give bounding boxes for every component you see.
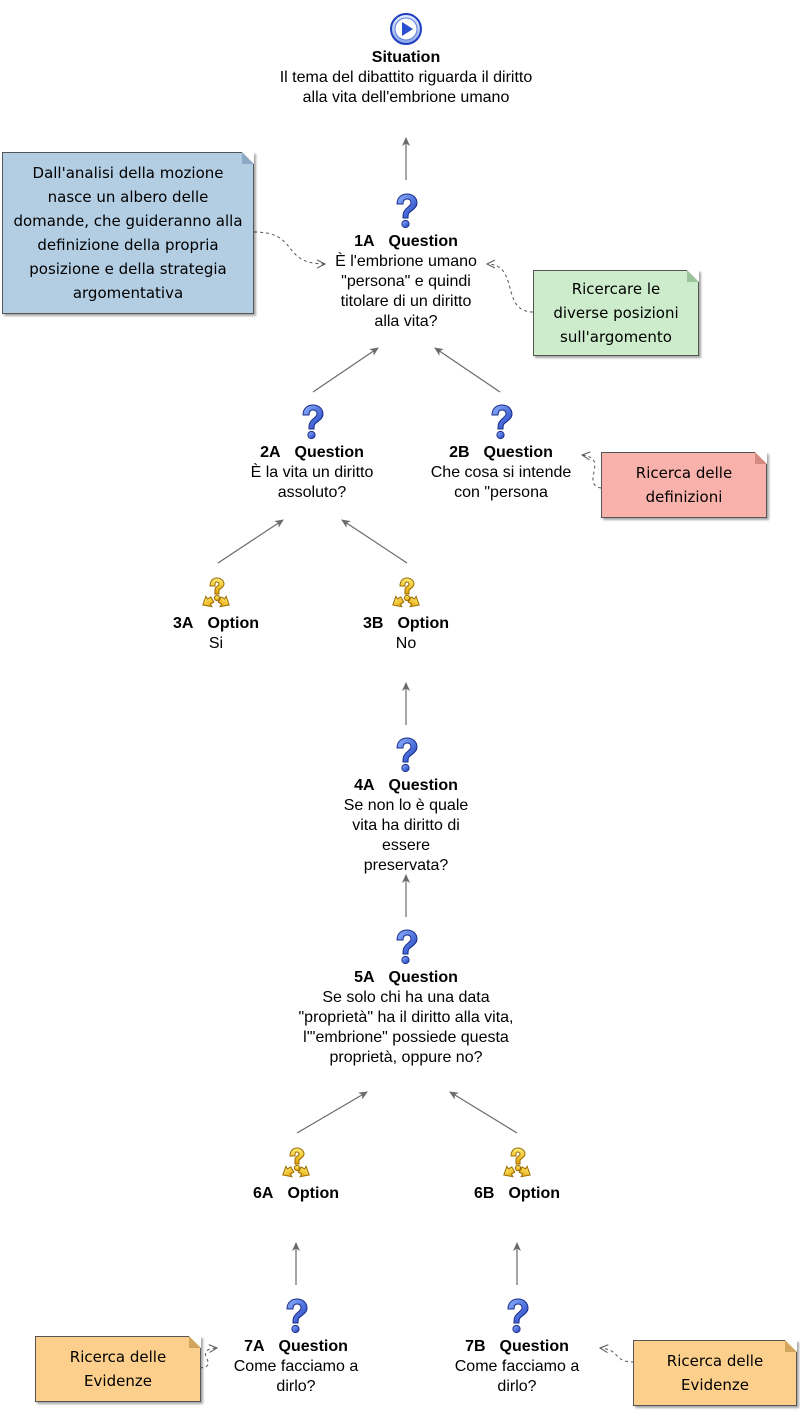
question-1a[interactable]: 1A Question È l'embrione umano "persona" …	[316, 192, 496, 332]
option-3a-id: 3A	[173, 615, 194, 632]
question-5a[interactable]: 5A Question Se solo chi ha una data "prop…	[266, 928, 546, 1068]
note-definitions-text: Ricerca delle definizioni	[635, 464, 733, 506]
option-6b-kind: Option	[508, 1185, 560, 1202]
link-evidence-right-note	[600, 1348, 635, 1363]
option-6a[interactable]: 6A Option	[226, 1146, 366, 1204]
question-icon	[507, 1298, 529, 1334]
question-7a-kind: Question	[278, 1338, 348, 1355]
note-positions[interactable]: Ricercare le diverse posizioni sull'argo…	[533, 270, 699, 356]
question-4a-header: 4A Question	[316, 776, 496, 796]
edge-2b-1a	[434, 347, 501, 393]
question-2b[interactable]: 2B Question Che cosa si intende con "pers…	[411, 403, 591, 503]
question-2b-kind: Question	[483, 444, 553, 461]
question-5a-kind: Question	[388, 969, 458, 986]
option-6b-id: 6B	[474, 1185, 495, 1202]
question-7a-header: 7A Question	[216, 1337, 376, 1357]
link-tree-note	[253, 231, 325, 264]
note-fold	[189, 1336, 201, 1348]
option-3a-header: 3A Option	[146, 614, 286, 634]
option-6b-header: 6B Option	[447, 1184, 587, 1204]
edge-2a-1a	[312, 347, 379, 393]
situation-title: Situation	[371, 49, 441, 66]
note-tree[interactable]: Dall'analisi della mozione nasce un albe…	[2, 152, 254, 314]
note-fold	[242, 152, 254, 164]
edges	[217, 137, 521, 1285]
question-icon	[491, 404, 513, 440]
option-3b[interactable]: 3B Option No	[336, 576, 476, 654]
link-positions-note	[487, 264, 534, 313]
question-2a[interactable]: 2A Question È la vita un diritto assoluto…	[222, 403, 402, 503]
option-icon	[202, 577, 230, 608]
question-7b-id: 7B	[465, 1338, 486, 1355]
option-3a-kind: Option	[207, 615, 259, 632]
question-1a-id: 1A	[354, 233, 375, 250]
question-icon	[302, 404, 324, 440]
question-2a-kind: Question	[294, 444, 364, 461]
note-links	[199, 231, 635, 1369]
question-7b[interactable]: 7B Question Come facciamo a dirlo?	[437, 1297, 597, 1397]
option-6a-kind: Option	[287, 1185, 339, 1202]
question-7a-id: 7A	[244, 1338, 265, 1355]
note-evidence-left[interactable]: Ricerca delle Evidenze	[35, 1336, 201, 1402]
option-3b-kind: Option	[397, 615, 449, 632]
question-5a-header: 5A Question	[266, 968, 546, 988]
question-4a-kind: Question	[388, 777, 458, 794]
question-7b-header: 7B Question	[437, 1337, 597, 1357]
question-4a[interactable]: 4A Question Se non lo è quale vita ha dir…	[316, 736, 496, 876]
link-definitions-note	[582, 455, 602, 489]
question-7a[interactable]: 7A Question Come facciamo a dirlo?	[216, 1297, 376, 1397]
question-7a-text: Come facciamo a dirlo?	[233, 1358, 359, 1395]
edge-3a-2a	[217, 519, 284, 564]
situation-text: Il tema del dibattito riguarda il diritt…	[279, 69, 533, 106]
question-4a-id: 4A	[354, 777, 375, 794]
question-7b-text: Come facciamo a dirlo?	[454, 1358, 580, 1395]
link-evidence-left-note	[199, 1348, 217, 1369]
note-evidence-left-text: Ricerca delle Evidenze	[69, 1348, 167, 1390]
note-positions-text: Ricercare le diverse posizioni sull'argo…	[553, 280, 679, 346]
option-3b-header: 3B Option	[336, 614, 476, 634]
note-fold	[755, 452, 767, 464]
question-icon	[396, 929, 418, 965]
question-1a-text: È l'embrione umano "persona" e quindi ti…	[335, 253, 477, 330]
question-1a-header: 1A Question	[316, 232, 496, 252]
edge-6a-5a	[296, 1091, 368, 1134]
option-icon	[503, 1147, 531, 1178]
edge-6b-5a	[449, 1091, 518, 1134]
question-icon	[396, 737, 418, 773]
option-icon	[392, 577, 420, 608]
question-5a-id: 5A	[354, 969, 375, 986]
question-2b-id: 2B	[449, 444, 470, 461]
note-definitions[interactable]: Ricerca delle definizioni	[601, 452, 767, 518]
question-2b-header: 2B Question	[411, 443, 591, 463]
option-3a-text: Si	[208, 635, 224, 652]
play-icon	[390, 13, 422, 45]
question-7b-kind: Question	[499, 1338, 569, 1355]
note-evidence-right-text: Ricerca delle Evidenze	[666, 1352, 764, 1394]
question-icon	[396, 193, 418, 229]
question-2a-text: È la vita un diritto assoluto?	[250, 464, 374, 501]
question-4a-text: Se non lo è quale vita ha diritto di ess…	[343, 797, 469, 874]
situation-node[interactable]: Situation Il tema del dibattito riguarda…	[256, 12, 556, 108]
question-5a-text: Se solo chi ha una data "proprietà" ha i…	[298, 989, 514, 1066]
option-icon	[282, 1147, 310, 1178]
question-2a-id: 2A	[260, 444, 281, 461]
option-3b-text: No	[395, 635, 417, 652]
option-3a[interactable]: 3A Option Si	[146, 576, 286, 654]
note-fold	[687, 270, 699, 282]
question-1a-kind: Question	[388, 233, 458, 250]
note-evidence-right[interactable]: Ricerca delle Evidenze	[633, 1340, 797, 1406]
edge-3b-2a	[341, 519, 408, 564]
note-tree-text: Dall'analisi della mozione nasce un albe…	[13, 164, 243, 302]
option-6b[interactable]: 6B Option	[447, 1146, 587, 1204]
note-fold	[785, 1340, 797, 1352]
question-2b-text: Che cosa si intende con "persona	[430, 464, 572, 501]
option-6a-id: 6A	[253, 1185, 274, 1202]
question-2a-header: 2A Question	[222, 443, 402, 463]
option-6a-header: 6A Option	[226, 1184, 366, 1204]
question-icon	[286, 1298, 308, 1334]
option-3b-id: 3B	[363, 615, 384, 632]
